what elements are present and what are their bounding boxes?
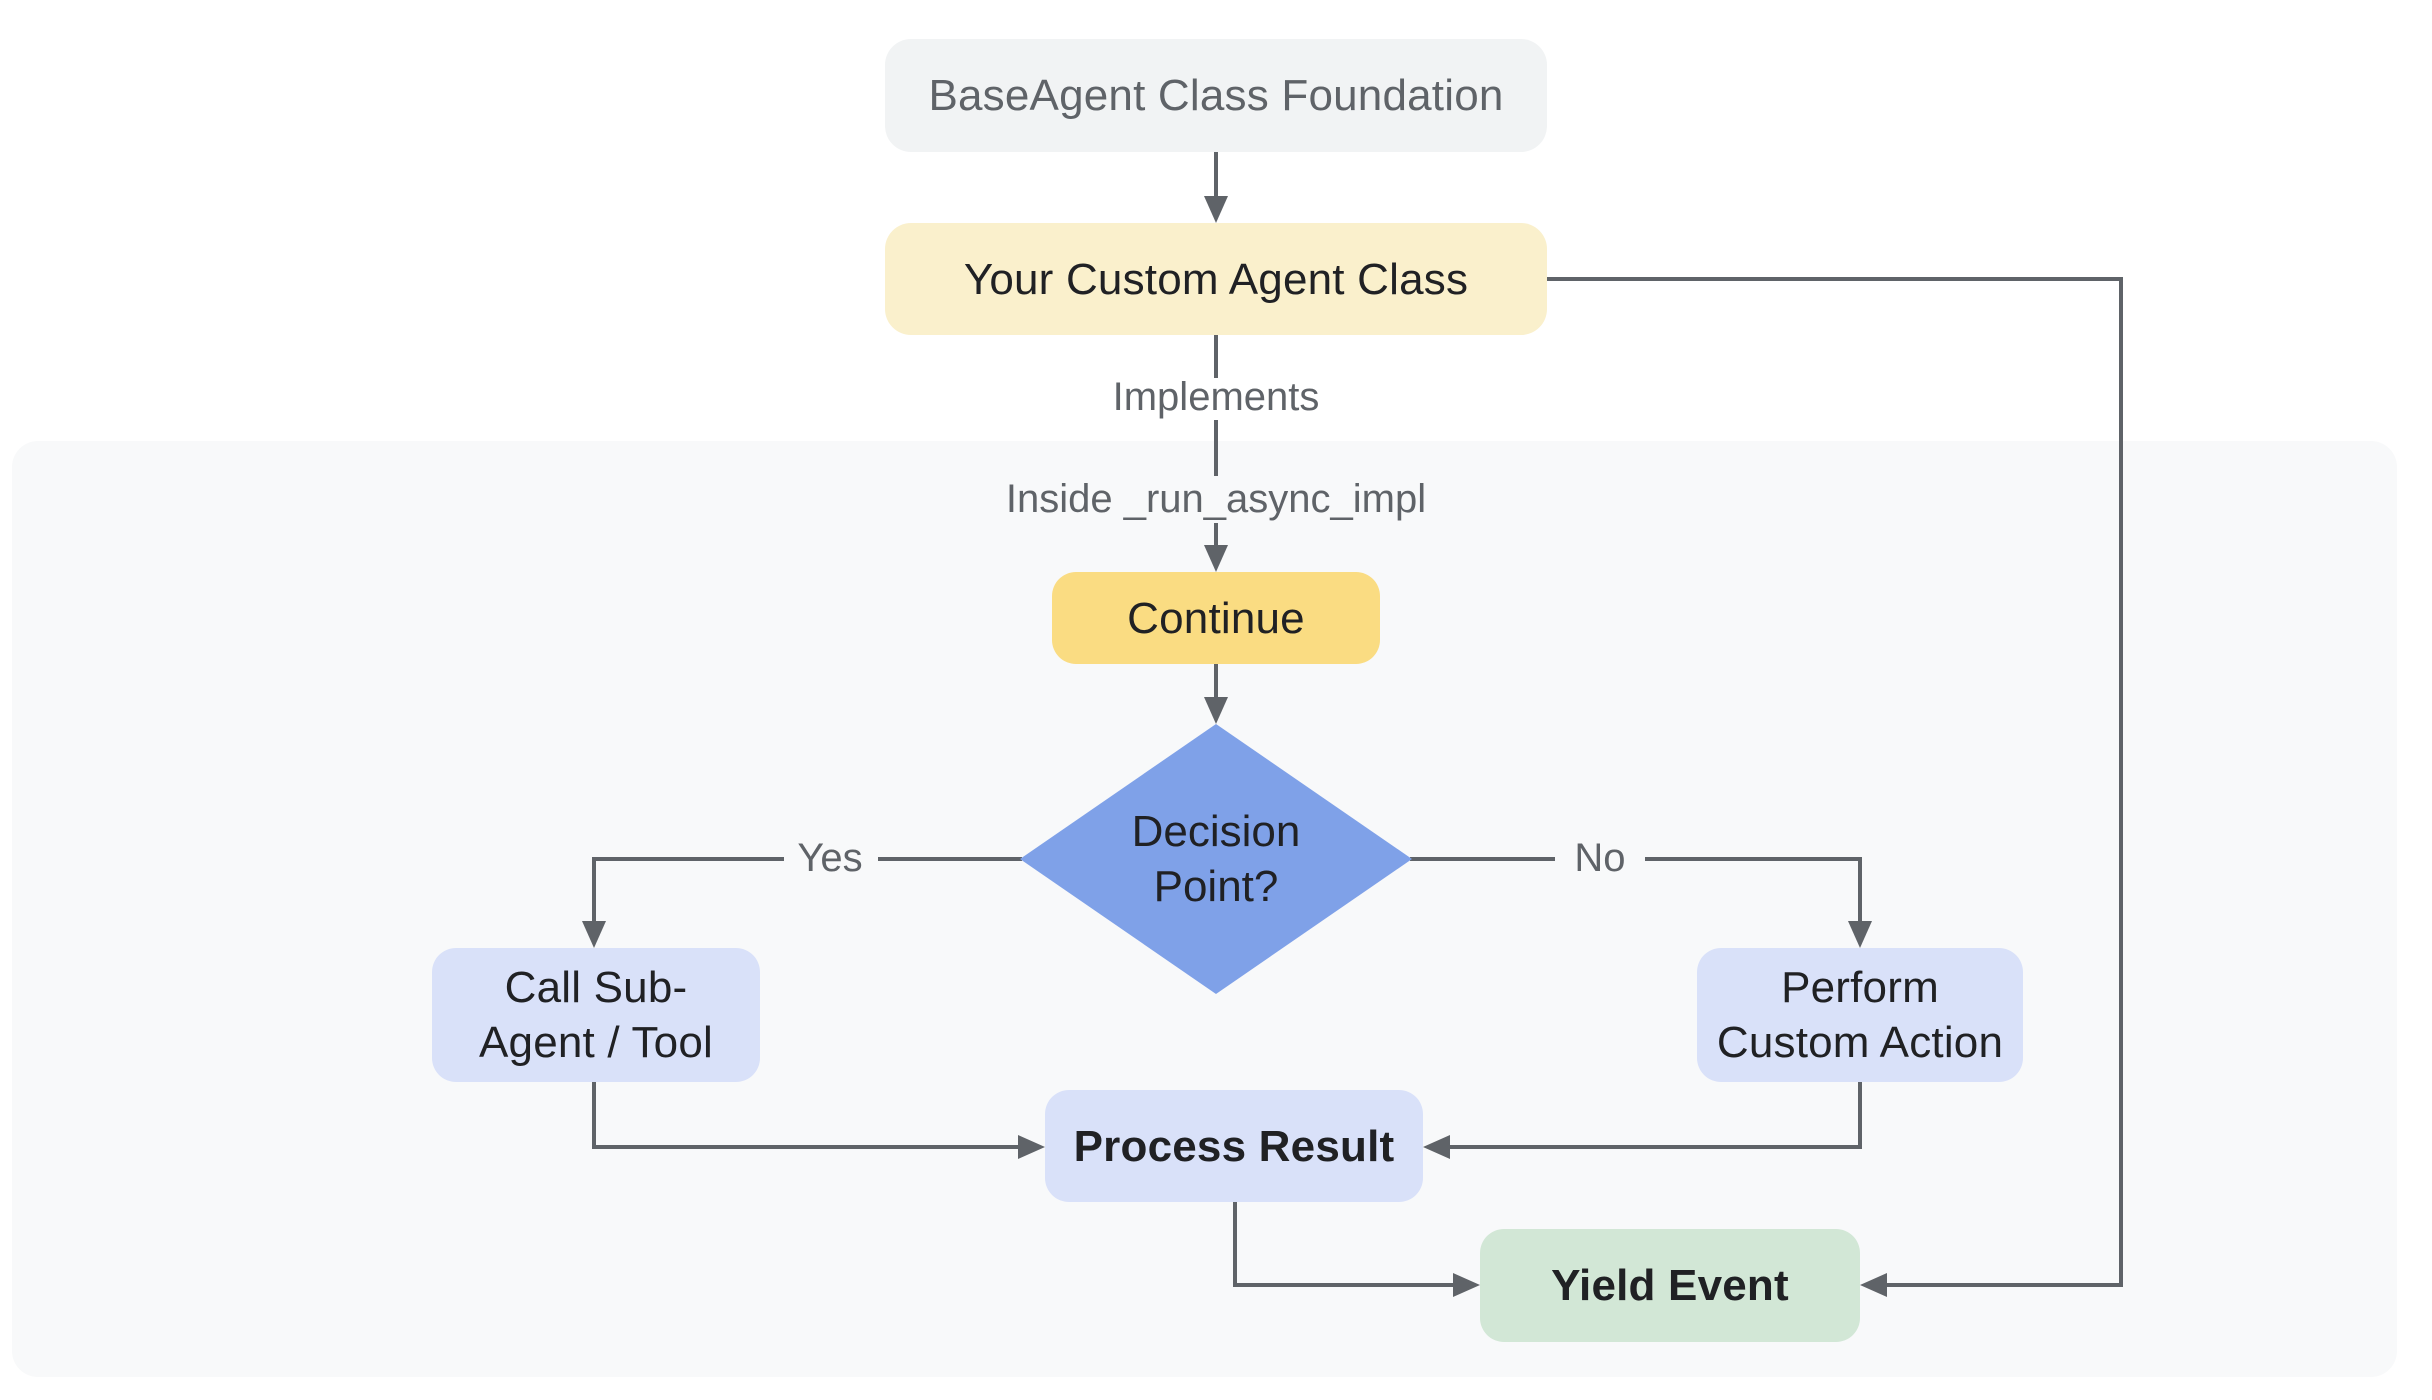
edge-label-inside-run-async-impl: Inside _run_async_impl [1005,476,1427,521]
connector-call-down [592,1082,596,1149]
connector-no-down [1858,857,1862,923]
node-yield-event: Yield Event [1480,1229,1860,1342]
node-yield-event-label: Yield Event [1551,1261,1789,1310]
arrow-head-into-decision [1204,697,1228,724]
node-custom-agent-label: Your Custom Agent Class [963,254,1469,304]
arrow-head-base-to-custom [1204,196,1228,223]
node-continue: Continue [1052,572,1380,664]
arrow-head-into-perform-action [1848,921,1872,948]
edge-label-yes: Yes [797,835,863,880]
edge-label-implements: Implements [1112,374,1320,419]
connector-yes-down [592,857,596,923]
connector-process-to-yield [1233,1283,1453,1287]
node-base-agent-label: BaseAgent Class Foundation [928,71,1504,120]
node-process-result: Process Result [1045,1090,1423,1202]
connector-yes-right-segment [878,857,1022,861]
connector-inside-to-continue [1214,523,1218,546]
connector-base-to-custom [1214,152,1218,197]
arrow-head-into-call-sub-agent [582,921,606,948]
connector-call-to-process [592,1145,1020,1149]
connector-perform-down [1858,1082,1862,1149]
node-process-result-label: Process Result [1073,1121,1395,1171]
node-decision-label: Decision Point? [1131,807,1301,911]
connector-continue-to-decision [1214,664,1218,698]
connector-feedback-top [1547,277,2123,281]
node-perform-custom-action: Perform Custom Action [1697,948,2023,1082]
connector-no-left-segment [1410,857,1555,861]
node-continue-label: Continue [1127,593,1305,643]
connector-yes-left-segment [592,857,784,861]
connector-custom-to-implements [1214,335,1218,378]
arrow-head-process-into-yield [1453,1273,1480,1297]
connector-implements-to-inside [1214,420,1218,476]
edge-label-no: No [1574,835,1626,880]
node-call-sub-agent-label: Call Sub- Agent / Tool [479,963,713,1067]
node-call-sub-agent-tool: Call Sub- Agent / Tool [432,948,760,1082]
node-decision-point: Decision Point? [1020,724,1412,994]
connector-feedback-vertical [2119,277,2123,1287]
decision-diamond-shape [1020,724,1412,994]
arrow-head-into-continue [1204,545,1228,572]
node-perform-custom-action-label: Perform Custom Action [1716,963,2004,1067]
node-base-agent-foundation: BaseAgent Class Foundation [885,39,1547,152]
connector-perform-to-process [1450,1145,1862,1149]
node-custom-agent-class: Your Custom Agent Class [885,223,1547,335]
connector-process-down [1233,1202,1237,1287]
arrow-head-call-into-process [1018,1135,1045,1159]
arrow-head-feedback-into-yield [1860,1273,1887,1297]
connector-feedback-bottom [1886,1283,2123,1287]
connector-no-right-segment [1645,857,1862,861]
arrow-head-perform-into-process [1423,1135,1450,1159]
decision-diamond-polygon [1020,724,1412,994]
